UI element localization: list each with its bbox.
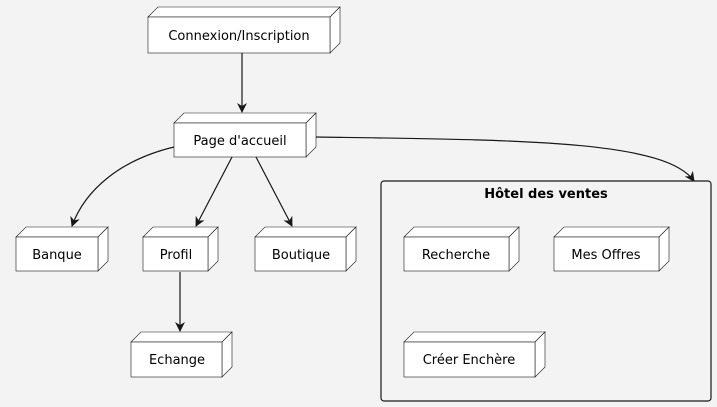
node-login-label: Connexion/Inscription [168, 29, 309, 44]
node-home: Page d'accueil [173, 112, 317, 158]
node-exchange: Echange [130, 331, 233, 378]
node-profile: Profil [142, 226, 219, 272]
node-shop: Boutique [254, 226, 357, 272]
node-exchange-label: Echange [149, 353, 205, 368]
edge-home-to-bank [70, 146, 175, 227]
node-bank: Banque [15, 226, 109, 272]
edge-home-to-profile [195, 156, 233, 227]
node-bank-label: Banque [32, 248, 82, 263]
cluster-title: Hôtel des ventes [484, 187, 608, 202]
node-create-auction-label: Créer Enchère [423, 353, 516, 368]
node-search: Recherche [403, 226, 520, 272]
edge-home-to-auction-house [315, 136, 695, 182]
node-my-offers-label: Mes Offres [571, 248, 640, 263]
node-profile-label: Profil [160, 248, 192, 263]
node-shop-label: Boutique [272, 248, 330, 263]
edge-home-to-shop [255, 156, 293, 227]
node-search-label: Recherche [422, 248, 490, 263]
node-create-auction: Créer Enchère [403, 331, 546, 378]
node-home-label: Page d'accueil [193, 134, 286, 149]
node-login: Connexion/Inscription [147, 6, 341, 54]
node-my-offers: Mes Offres [553, 226, 670, 272]
